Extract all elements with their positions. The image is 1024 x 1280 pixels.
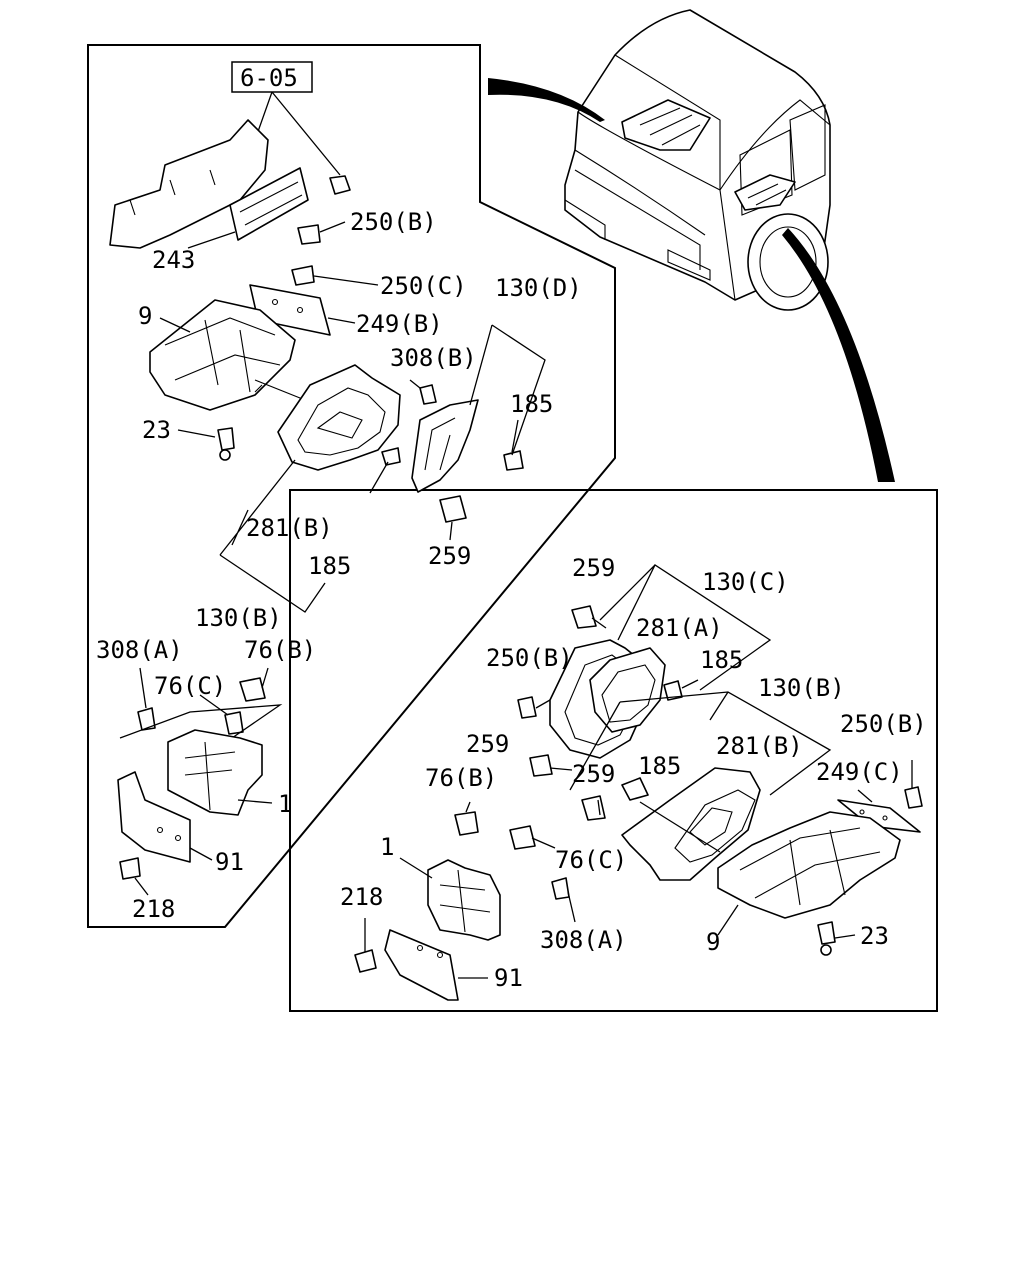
callout-281a: 281(A) [636, 614, 723, 642]
callout-259: 259 [428, 542, 471, 570]
callout-218: 218 [340, 883, 383, 911]
callout-1: 1 [278, 790, 292, 818]
callout-185-lower: 185 [308, 552, 351, 580]
left-panel-labels: 6-05 243 250(B) 250(C) 249(B) 9 130(D) 3… [96, 64, 582, 923]
callout-76b: 76(B) [244, 636, 316, 664]
right-panel-labels: 259 130(C) 281(A) 250(B) 185 130(B) 259 … [340, 554, 927, 992]
callout-130c: 130(C) [702, 568, 789, 596]
callout-9: 9 [706, 928, 720, 956]
connector-arrow-top [488, 78, 605, 122]
callout-91: 91 [494, 964, 523, 992]
callout-76b: 76(B) [425, 764, 497, 792]
callout-130b: 130(B) [758, 674, 845, 702]
callout-130d: 130(D) [495, 274, 582, 302]
callout-308a: 308(A) [96, 636, 183, 664]
callout-9: 9 [138, 302, 152, 330]
reference-box [231, 61, 313, 93]
callout-259-lower: 259 [572, 760, 615, 788]
callout-130b: 130(B) [195, 604, 282, 632]
callout-250c: 250(C) [380, 272, 467, 300]
callout-243: 243 [152, 246, 195, 274]
callout-250b-right: 250(B) [840, 710, 927, 738]
left-panel-parts [109, 61, 546, 896]
callout-250b: 250(B) [350, 208, 437, 236]
callout-185-upper: 185 [510, 390, 553, 418]
callout-23: 23 [860, 922, 889, 950]
right-panel-parts [354, 564, 923, 1001]
callout-308b: 308(B) [390, 344, 477, 372]
truck-cab-illustration [564, 9, 831, 311]
callout-185-upper: 185 [700, 646, 743, 674]
callout-76c: 76(C) [154, 672, 226, 700]
callout-259-top: 259 [572, 554, 615, 582]
callout-259-mid: 259 [466, 730, 509, 758]
callout-76c: 76(C) [555, 846, 627, 874]
connector-arrow-side [782, 228, 895, 482]
right-panel-outline [289, 489, 938, 1012]
callout-249c: 249(C) [816, 758, 903, 786]
callout-1: 1 [380, 833, 394, 861]
callout-185-lower: 185 [638, 752, 681, 780]
callout-23: 23 [142, 416, 171, 444]
callout-281b: 281(B) [716, 732, 803, 760]
reference-box-label: 6-05 [240, 64, 298, 92]
callout-308a: 308(A) [540, 926, 627, 954]
callout-91: 91 [215, 848, 244, 876]
callout-249b: 249(B) [356, 310, 443, 338]
callout-281b: 281(B) [246, 514, 333, 542]
callout-250b-left: 250(B) [486, 644, 573, 672]
left-panel-outline [87, 44, 616, 928]
callout-218: 218 [132, 895, 175, 923]
